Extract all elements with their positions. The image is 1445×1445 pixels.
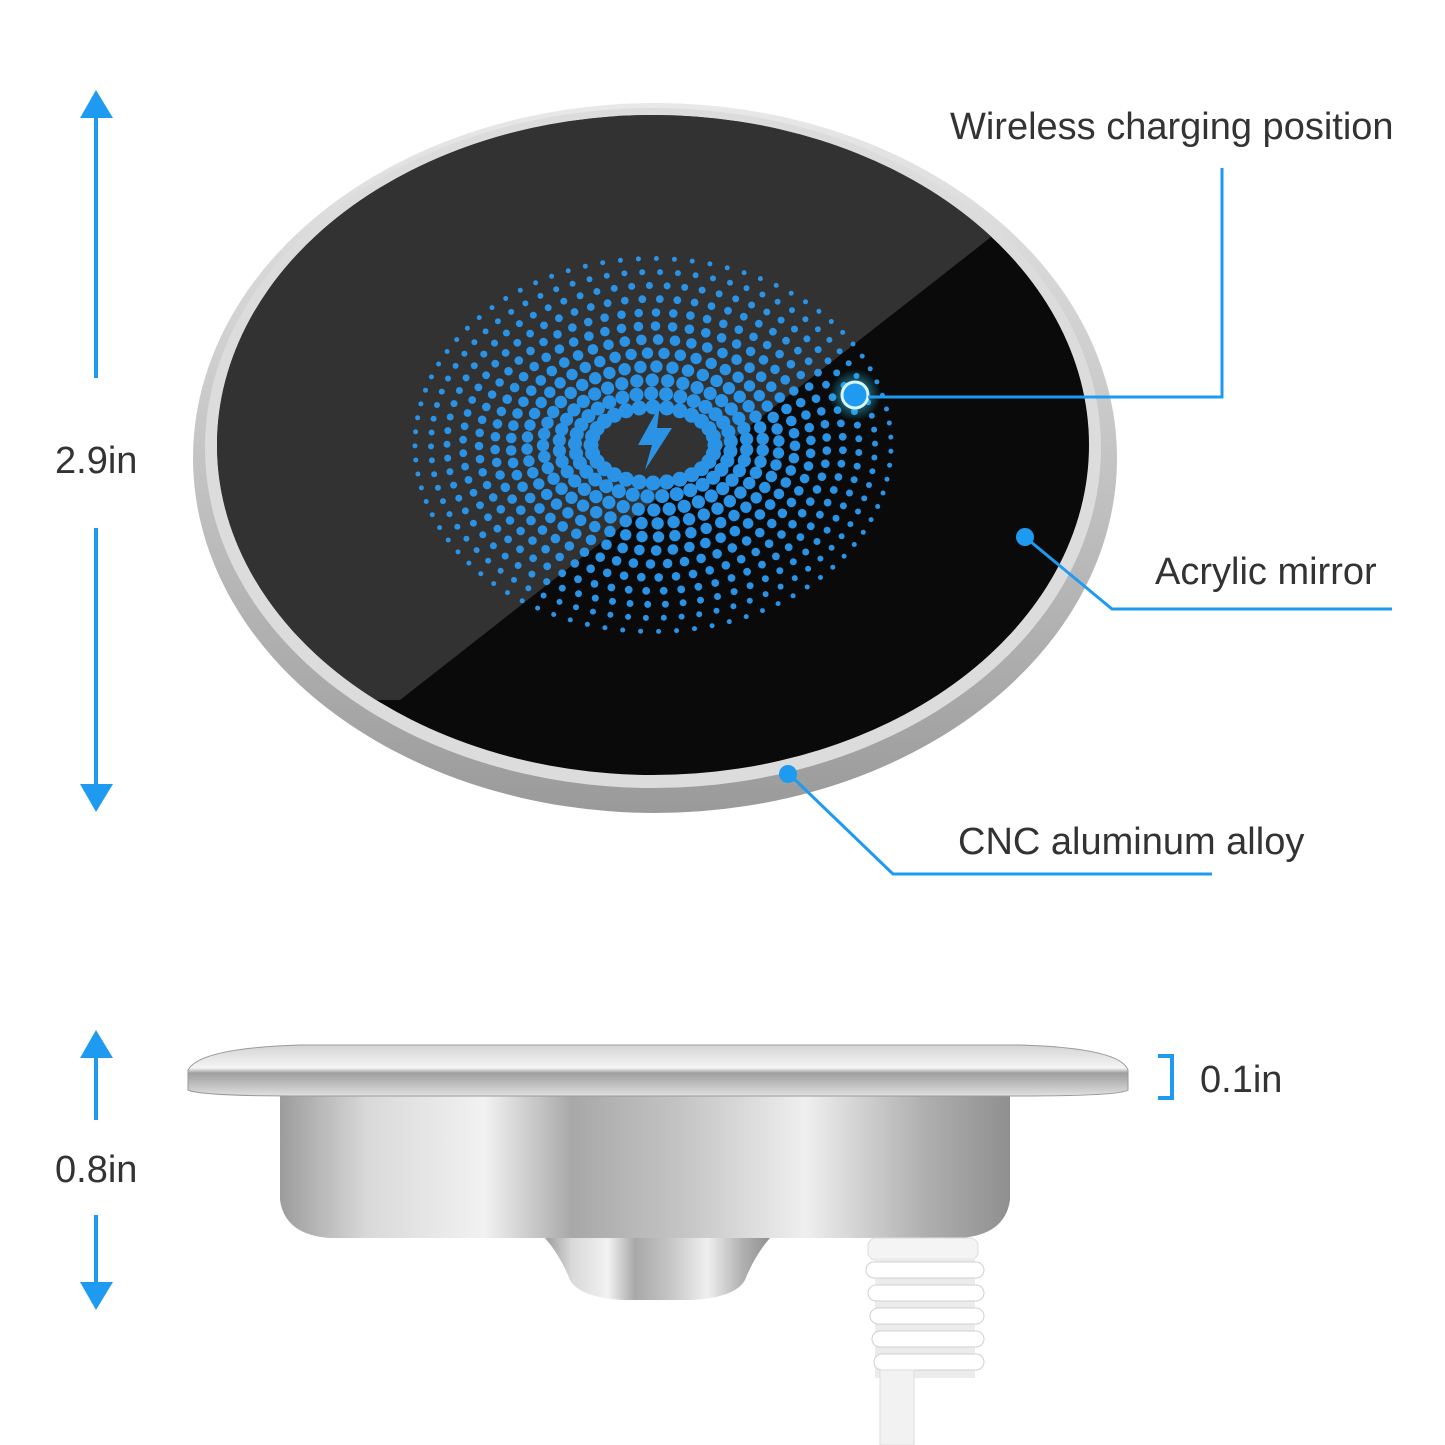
- charging-pad-top-view: [193, 103, 1117, 813]
- dot-icon: [1016, 528, 1034, 546]
- callout-acrylic-mirror: Acrylic mirror: [1155, 551, 1377, 593]
- arrow-up-icon: [80, 1030, 113, 1058]
- coil-dot-pattern: [412, 256, 894, 634]
- lightning-bolt-icon: [638, 405, 672, 470]
- width-dimension-label: 2.9in: [55, 440, 138, 482]
- callout-lines: [786, 168, 1392, 876]
- rim-thickness-label: 0.1in: [1200, 1059, 1283, 1101]
- cable: [865, 1237, 985, 1445]
- arrow-up-icon: [80, 90, 113, 118]
- arrow-down-icon: [80, 784, 113, 812]
- arrow-down-icon: [80, 1282, 113, 1310]
- side-height-arrows: [80, 1030, 113, 1310]
- charging-pad-side-view: [187, 1044, 1129, 1445]
- height-dimension-label: 0.8in: [55, 1149, 138, 1191]
- callout-cnc-aluminum-alloy: CNC aluminum alloy: [958, 821, 1305, 863]
- dot-icon: [779, 765, 797, 783]
- bracket-icon: [1158, 1054, 1174, 1100]
- callout-wireless-charging-position: Wireless charging position: [950, 106, 1394, 148]
- height-dimension-arrows: [80, 90, 113, 812]
